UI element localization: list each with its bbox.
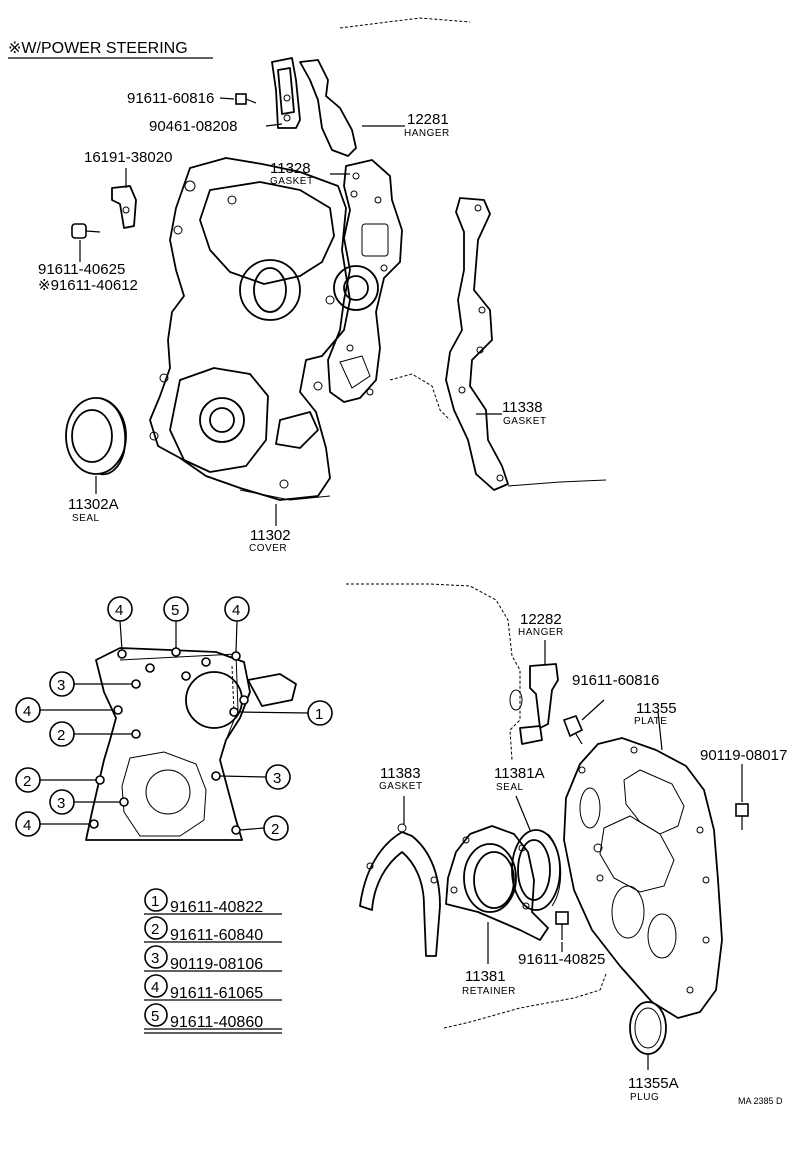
label-11381A-name: SEAL [496,782,524,793]
leader-91611-60816-b [581,699,605,721]
bolt-callout: 1 [237,700,333,726]
label-11355A-num: 11355A [628,1075,679,1092]
seal-11381A [511,829,562,911]
bolt-key-row: 4 91611-61065 [144,974,282,1002]
header-title: ※W/POWER STEERING [8,40,188,57]
retainer-11381 [445,825,549,941]
bolt-callout: 2 [49,721,132,747]
illustration-code: MA 2385 D [738,1096,783,1106]
label-11355A-name: PLUG [630,1092,659,1103]
label-11383-num: 11383 [380,765,421,782]
svg-text:2: 2 [57,727,65,744]
svg-text:5: 5 [151,1008,159,1025]
clip-16191-38020 [111,185,137,229]
label-11302-num: 11302 [250,527,291,544]
label-11355-num: 11355 [636,700,677,717]
svg-text:4: 4 [23,703,31,720]
label-11355-name: PLATE [634,716,667,727]
label-11381-num: 11381 [465,968,506,985]
label-11302-name: COVER [249,543,287,554]
bolt-icon [735,803,749,830]
svg-text:5: 5 [171,602,179,619]
bolt-key-table: 1 91611-40822 2 91611-60840 3 90119-0810… [144,888,282,1034]
svg-text:3: 3 [57,795,65,812]
bolt-icon [555,911,569,940]
svg-text:3: 3 [273,770,281,787]
svg-text:3: 3 [151,950,159,967]
label-16191-38020: 16191-38020 [84,149,172,166]
svg-text:1: 1 [151,893,159,910]
svg-text:2: 2 [271,821,279,838]
label-12281-num: 12281 [407,111,449,128]
label-11381-name: RETAINER [462,986,516,997]
bolt-key-row: 2 91611-60840 [144,916,282,944]
bolt-key-part: 90119-08106 [170,956,263,973]
label-11338-num: 11338 [502,399,543,416]
label-11383-name: GASKET [379,781,423,792]
bolt-key-row: 1 91611-40822 [144,888,282,916]
bolt-location-diagram [85,647,297,841]
leader-90461-08208 [265,123,283,127]
label-91611-40625: 91611-40625 [38,261,125,278]
bolt-callout: 4 [15,811,90,837]
bolt-key-part: 91611-40822 [170,899,263,916]
bolt-callout: 2 [15,767,96,793]
label-91611-40612: ※91611-40612 [38,277,138,294]
bolt-callout: 3 [49,671,132,697]
leader-91611-60816 [219,97,235,100]
leader-11381A [515,795,531,831]
label-11302A-num: 11302A [68,496,119,513]
seal-11302A [65,397,127,476]
svg-text:3: 3 [57,677,65,694]
svg-text:4: 4 [115,602,123,619]
bolt-icon [235,93,257,105]
gasket-11338 [445,197,607,491]
svg-text:4: 4 [151,979,159,996]
svg-text:2: 2 [151,921,159,938]
label-12282-name: HANGER [518,627,564,638]
leader-11355 [657,711,663,751]
bolt-callout: 3 [219,764,291,790]
label-91611-60816-b: 91611-60816 [572,672,659,689]
timing-cover-11302 [149,157,379,501]
hanger-12282 [509,663,559,745]
label-11381A-num: 11381A [494,765,545,782]
gasket-11328 [327,159,451,421]
bolt-key-row: 3 90119-08106 [144,945,282,973]
group-bracket-lower [443,973,607,1029]
svg-text:4: 4 [23,817,31,834]
label-90119-08017: 90119-08017 [700,747,787,764]
bolt-key-part: 91611-61065 [170,985,263,1002]
bolt-callout: 4 [15,697,114,723]
hanger-12281 [271,17,471,157]
bolt-callout: 3 [49,789,120,815]
bolt-key-part: 91611-60840 [170,927,263,944]
label-91611-40825: 91611-40825 [518,951,605,968]
label-90461-08208: 90461-08208 [149,118,237,135]
bolt-callout: 5 [163,596,189,648]
bolt-callout: 4 [224,596,250,653]
label-12281-name: HANGER [404,128,450,139]
bolt-callout: 2 [239,815,289,841]
gasket-11383 [359,823,441,957]
svg-text:1: 1 [315,706,323,723]
label-11338-name: GASKET [503,416,547,427]
plug-11355A [629,1001,667,1055]
label-91611-60816-a: 91611-60816 [127,90,214,107]
bolt-icon [562,715,584,745]
svg-text:4: 4 [232,602,240,619]
bolt-callout: 4 [107,596,133,651]
label-11328-name: GASKET [270,176,314,187]
bolt-key-part: 91611-40860 [170,1014,263,1031]
bolt-key-row: 5 91611-40860 [144,1003,282,1034]
bolt-icon [71,223,101,239]
plate-11355 [563,737,723,1019]
svg-text:2: 2 [23,773,31,790]
group-bracket [346,583,521,761]
label-11328-num: 11328 [270,160,311,177]
label-12282-num: 12282 [520,611,562,628]
label-11302A-name: SEAL [72,513,100,524]
